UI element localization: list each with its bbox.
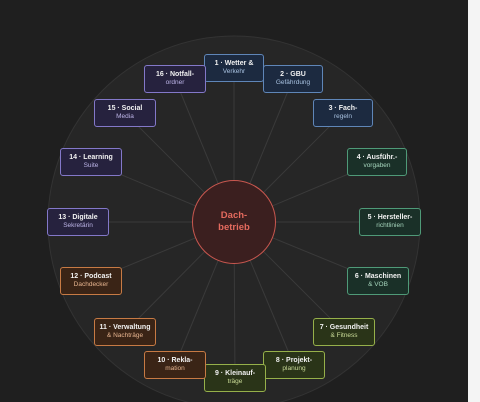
node-5-title: 5 · Hersteller- xyxy=(367,214,413,222)
node-2[interactable]: 2 · GBU Gefährdung xyxy=(263,65,323,93)
node-11[interactable]: 11 · Verwaltung & Nachträge xyxy=(94,318,156,346)
node-4[interactable]: 4 · Ausführ.- vorgaben xyxy=(347,148,407,176)
node-3-subtitle: regeln xyxy=(333,113,353,121)
node-6[interactable]: 6 · Maschinen & VOB xyxy=(347,267,409,295)
node-5[interactable]: 5 · Hersteller- richtlinien xyxy=(359,208,421,236)
node-13[interactable]: 13 · Digitale Sekretärin xyxy=(47,208,109,236)
node-3-title: 3 · Fach- xyxy=(328,105,358,113)
node-15-subtitle: Media xyxy=(116,113,134,121)
node-10-title: 10 · Rekla- xyxy=(157,357,193,365)
node-9[interactable]: 9 · Kleinauf- träge xyxy=(204,364,266,392)
node-1-subtitle: Verkehr xyxy=(222,68,246,76)
node-5-subtitle: richtlinien xyxy=(376,222,404,230)
node-6-title: 6 · Maschinen xyxy=(354,273,402,281)
node-11-title: 11 · Verwaltung xyxy=(99,324,151,332)
diagram-canvas: Dach- betrieb 1 · Wetter & Verkehr 2 · G… xyxy=(47,35,421,402)
node-3[interactable]: 3 · Fach- regeln xyxy=(313,99,373,127)
node-12[interactable]: 12 · Podcast Dachdecker xyxy=(60,267,122,295)
node-7[interactable]: 7 · Gesundheit & Fitness xyxy=(313,318,375,346)
node-12-subtitle: Dachdecker xyxy=(73,281,109,289)
node-9-subtitle: träge xyxy=(227,378,243,386)
node-15[interactable]: 15 · Social Media xyxy=(94,99,156,127)
center-line1: Dach- xyxy=(220,210,248,222)
node-11-subtitle: & Nachträge xyxy=(106,332,144,340)
node-16-subtitle: ordner xyxy=(165,79,185,87)
node-7-title: 7 · Gesundheit xyxy=(319,324,369,332)
node-14-title: 14 · Learning xyxy=(69,154,113,162)
node-8-title: 8 · Projekt- xyxy=(275,357,313,365)
node-16[interactable]: 16 · Notfall- ordner xyxy=(144,65,206,93)
node-12-title: 12 · Podcast xyxy=(70,273,112,281)
node-13-subtitle: Sekretärin xyxy=(63,222,93,230)
node-4-subtitle: vorgaben xyxy=(363,162,391,170)
node-7-subtitle: & Fitness xyxy=(330,332,358,340)
node-8[interactable]: 8 · Projekt- planung xyxy=(263,351,325,379)
node-4-title: 4 · Ausführ.- xyxy=(356,154,398,162)
node-13-title: 13 · Digitale xyxy=(58,214,98,222)
node-10[interactable]: 10 · Rekla- mation xyxy=(144,351,206,379)
node-2-title: 2 · GBU xyxy=(280,71,306,79)
center-line2: betrieb xyxy=(218,222,250,233)
node-8-subtitle: planung xyxy=(282,365,306,373)
node-2-subtitle: Gefährdung xyxy=(275,79,311,87)
node-16-title: 16 · Notfall- xyxy=(155,71,195,79)
page-margin xyxy=(468,0,480,402)
node-14-subtitle: Suite xyxy=(83,162,99,170)
node-10-subtitle: mation xyxy=(165,365,185,373)
center-hub: Dach- betrieb xyxy=(192,180,276,264)
node-15-title: 15 · Social xyxy=(107,105,143,113)
node-1[interactable]: 1 · Wetter & Verkehr xyxy=(204,54,264,82)
node-14[interactable]: 14 · Learning Suite xyxy=(60,148,122,176)
node-9-title: 9 · Kleinauf- xyxy=(214,370,256,378)
node-6-subtitle: & VOB xyxy=(368,281,388,289)
node-1-title: 1 · Wetter & xyxy=(214,60,254,68)
